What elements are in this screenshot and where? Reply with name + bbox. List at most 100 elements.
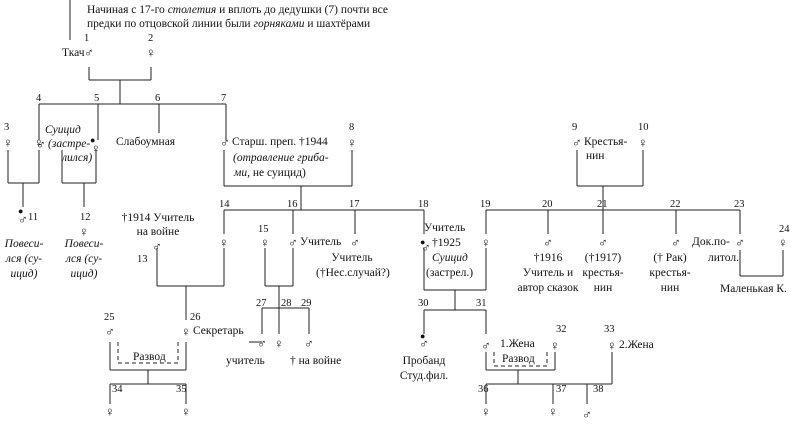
male-icon: ♂ — [735, 235, 745, 250]
p4-number: 4 — [36, 93, 42, 104]
p17-label-2: (†Нес.случай?) — [316, 267, 390, 279]
p9-number: 9 — [572, 122, 578, 133]
p6-label: Слабоумная — [116, 136, 176, 148]
p24-number: 24 — [779, 224, 790, 235]
p30-number: 30 — [418, 298, 429, 309]
p34-number: 34 — [112, 384, 123, 395]
p14-number: 14 — [219, 199, 230, 210]
female-icon: ♀ — [550, 338, 560, 353]
p22-label-2: крестья- — [649, 267, 691, 279]
female-icon: ♀ — [105, 404, 115, 419]
male-icon: ♂ — [481, 338, 491, 353]
p13-label-2: на войне — [136, 226, 180, 238]
p36-number: 36 — [478, 384, 489, 395]
male-icon: ♂ — [543, 235, 553, 250]
p23-number: 23 — [734, 199, 745, 210]
p28-number: 28 — [281, 298, 292, 309]
p7-label-2: (отравление гриба- — [233, 152, 329, 164]
female-icon: ♀ — [638, 135, 648, 150]
p18-label-4: (застрел.) — [426, 267, 474, 279]
p22-number: 22 — [670, 199, 681, 210]
p20-number: 20 — [542, 199, 553, 210]
p7-label-1: Старш. преп. †1944 — [232, 136, 328, 148]
p16-label: Учитель — [300, 236, 342, 248]
intro-line-2: предки по отцовской линии были горняками… — [87, 18, 371, 30]
p9-label-2: нин — [586, 150, 605, 162]
p18-label-3: Суицид — [432, 252, 468, 264]
p21-label-2: крестья- — [582, 267, 624, 279]
p32-number: 32 — [556, 324, 567, 335]
male-icon: ♂ — [671, 235, 681, 250]
p24-label: Маленькая К. — [720, 283, 787, 295]
female-icon: ♀ — [34, 135, 44, 150]
p31-number: 31 — [476, 298, 487, 309]
dead-male-mark-icon: ● — [420, 237, 426, 247]
dead-female-mark-icon: ● — [90, 135, 96, 145]
male-icon: ♂ — [419, 336, 429, 351]
female-icon: ♀ — [181, 404, 191, 419]
p12-number: 12 — [80, 212, 91, 223]
p25-number: 25 — [104, 312, 115, 323]
p1-number: 1 — [84, 33, 90, 44]
p33-label: 2.Жена — [619, 339, 654, 351]
p5-label-3: лился) — [62, 152, 93, 164]
p10-number: 10 — [638, 122, 649, 133]
male-icon: ♂ — [152, 239, 162, 254]
p3-number: 3 — [4, 122, 10, 133]
p20-label-1: †1916 — [533, 252, 563, 264]
female-icon: ♀ — [146, 45, 156, 60]
p23-label-2: литол. — [708, 252, 739, 264]
female-icon: ♀ — [347, 135, 357, 150]
female-icon: ♀ — [481, 404, 491, 419]
p29-label: † на войне — [290, 355, 342, 367]
p12-label-1: Повеси- — [64, 238, 104, 250]
p9-label-1: Крестья- — [584, 136, 628, 148]
female-icon: ♀ — [219, 235, 229, 250]
p35-number: 35 — [176, 384, 187, 395]
dead-male-mark-icon: ● — [18, 206, 24, 216]
p11-number: 11 — [28, 212, 39, 223]
p1-label: Ткач — [62, 47, 85, 59]
p16-number: 16 — [287, 199, 298, 210]
female-icon: ♀ — [79, 224, 89, 239]
p22-label-1: († Рак) — [653, 252, 687, 264]
male-icon: ♂ — [350, 235, 360, 250]
p12-label-2: лся (су- — [65, 253, 103, 265]
divorce-label-31-32: Развод — [502, 353, 535, 365]
p13-number: 13 — [137, 254, 148, 265]
female-icon: ♀ — [778, 235, 788, 250]
p17-number: 17 — [349, 199, 360, 210]
male-icon: ♂ — [105, 324, 115, 339]
p26-label: Секретарь — [193, 325, 244, 337]
p6-number: 6 — [155, 93, 161, 104]
divorce-bracket-25-26 — [117, 342, 179, 364]
p12-label-3: ицид) — [70, 268, 98, 280]
male-icon: ♂ — [572, 135, 582, 150]
divorce-bracket-31-32 — [493, 352, 548, 367]
p18-label-1: Учитель — [424, 222, 466, 234]
intro-line-1: Начиная с 17-го столетия и вплоть до дед… — [87, 4, 388, 16]
male-icon: ♂ — [220, 135, 230, 150]
p17-label-1: Учитель — [331, 252, 373, 264]
p18-label-2: †1925 — [432, 237, 461, 249]
female-icon: ♀ — [91, 141, 101, 156]
p5-number: 5 — [94, 93, 100, 104]
p7-number: 7 — [221, 93, 227, 104]
p26-number: 26 — [190, 312, 201, 323]
p30-label-1: Пробанд — [402, 355, 446, 367]
male-icon: ♂ — [18, 212, 28, 227]
p13-label-1: †1914 Учитель — [121, 212, 195, 224]
male-icon: ♂ — [582, 407, 592, 422]
p11-label-3: ицид) — [10, 268, 38, 280]
p11-label-1: Повеси- — [4, 238, 44, 250]
p20-label-3: автор сказок — [517, 282, 579, 294]
p5-label-2: (застре- — [48, 138, 91, 150]
female-icon: ♀ — [481, 235, 491, 250]
p2-number: 2 — [148, 33, 154, 44]
p27-label: учитель — [226, 355, 265, 367]
p20-label-2: Учитель и — [522, 267, 574, 279]
p5-label-1: Суицид — [45, 124, 81, 136]
p23-label-1: Док.по- — [692, 236, 730, 248]
female-icon: ♀ — [3, 135, 13, 150]
male-icon: ♂ — [36, 137, 46, 152]
